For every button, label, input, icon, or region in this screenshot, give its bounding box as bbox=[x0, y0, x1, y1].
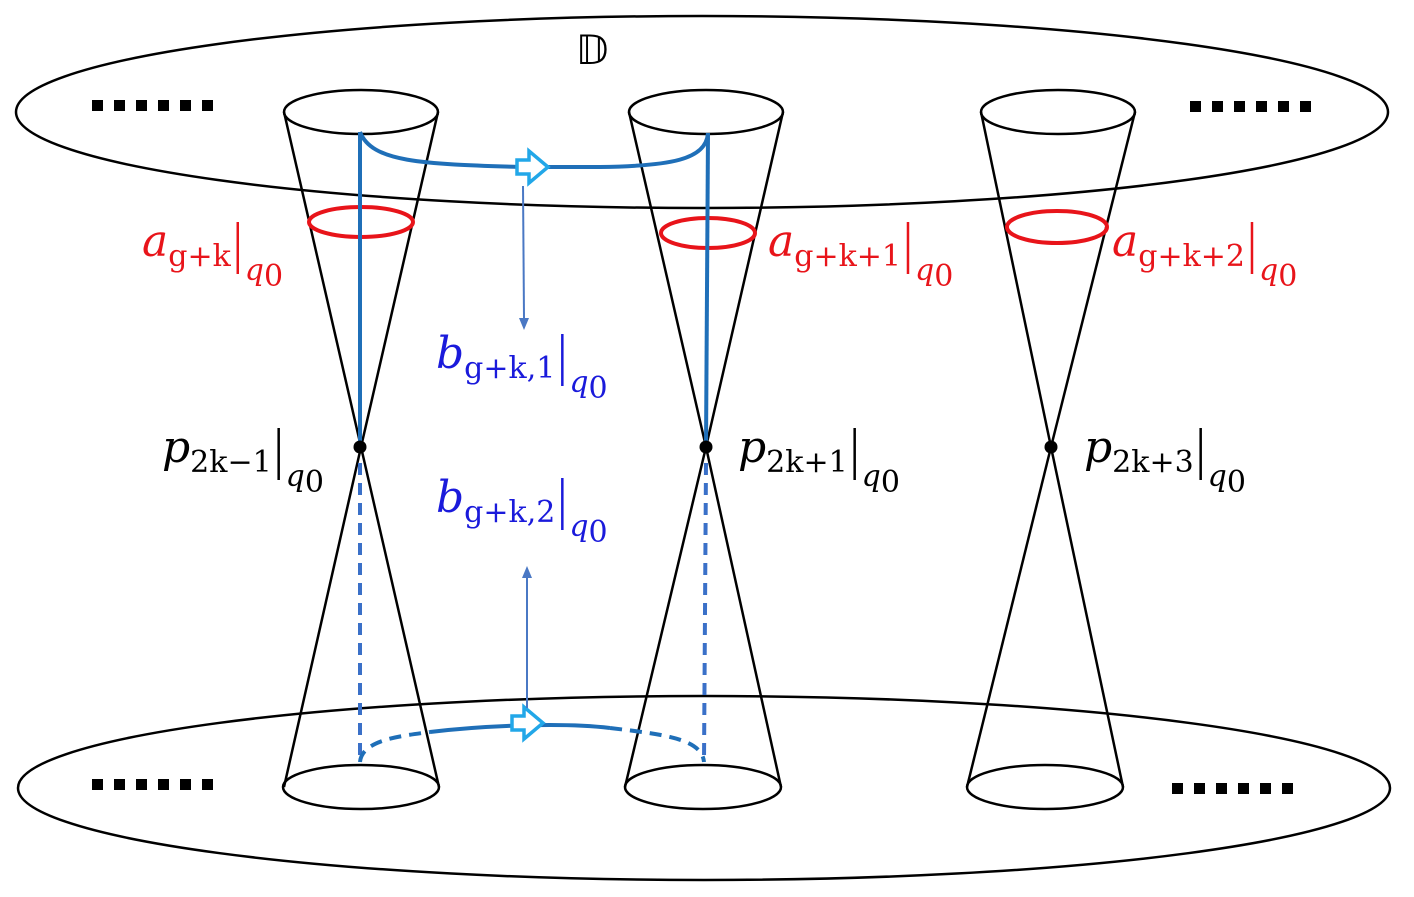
ellipsis-dot bbox=[1300, 101, 1311, 112]
ellipsis-dot bbox=[180, 100, 191, 111]
label-subscript: g+k+1 bbox=[794, 239, 901, 274]
label-q-subscript: 0 bbox=[264, 259, 283, 294]
label-q: q bbox=[286, 459, 305, 494]
label-text: ag+k+2 q0 bbox=[1112, 216, 1297, 294]
label-text: ag+k q0 bbox=[142, 216, 283, 294]
point-p2 bbox=[699, 440, 713, 454]
cone-3-top-rim bbox=[979, 88, 1137, 136]
point-p3 bbox=[1044, 440, 1058, 454]
label-p-2k-minus-1: p2k−1 q0 bbox=[162, 422, 324, 500]
label-q: q bbox=[569, 365, 588, 400]
label-main: a bbox=[1112, 216, 1138, 267]
label-q-subscript: 0 bbox=[589, 515, 608, 550]
ellipsis-dot bbox=[1260, 783, 1271, 794]
label-q: q bbox=[1259, 253, 1278, 288]
label-subscript: g+k+2 bbox=[1138, 239, 1245, 274]
label-q: q bbox=[862, 459, 881, 494]
ellipsis-dot bbox=[1194, 783, 1205, 794]
label-subscript: 2k+1 bbox=[766, 445, 848, 480]
bottom-disk bbox=[16, 694, 1392, 882]
label-q: q bbox=[1208, 459, 1227, 494]
label-main: p bbox=[162, 422, 190, 473]
direction-arrow-bottom bbox=[510, 703, 546, 743]
ellipsis-dot bbox=[92, 100, 103, 111]
ellipsis-bottom-left: ...... bbox=[92, 779, 213, 790]
label-a-g-k-2: ag+k+2 q0 bbox=[1112, 216, 1297, 294]
label-q-subscript: 0 bbox=[305, 465, 324, 500]
label-a-g-k: ag+k q0 bbox=[142, 216, 283, 294]
label-p-2k-plus-3: p2k+3 q0 bbox=[1084, 422, 1246, 500]
label-text: bg+k,1 q0 bbox=[436, 328, 608, 406]
ellipsis-dot bbox=[1212, 101, 1223, 112]
label-subscript: 2k−1 bbox=[190, 445, 272, 480]
label-text: p2k+3 q0 bbox=[1084, 422, 1246, 500]
label-q-subscript: 0 bbox=[881, 465, 900, 500]
ellipsis-dot bbox=[114, 779, 125, 790]
label-q-subscript: 0 bbox=[589, 371, 608, 406]
ellipsis-bottom-right: ...... bbox=[1172, 783, 1293, 794]
ellipsis-dot bbox=[158, 100, 169, 111]
ellipsis-top-left: ...... bbox=[92, 100, 213, 111]
cone-3-bottom-rim bbox=[965, 763, 1125, 811]
cone-2-bottom-rim bbox=[623, 763, 783, 811]
ellipsis-dot bbox=[1234, 101, 1245, 112]
cone-3 bbox=[965, 88, 1137, 811]
ellipsis-dot bbox=[92, 779, 103, 790]
label-q: q bbox=[245, 253, 264, 288]
ellipsis-dot bbox=[202, 779, 213, 790]
label-q: q bbox=[915, 253, 934, 288]
label-main: p bbox=[1084, 422, 1112, 473]
label-subscript: 2k+3 bbox=[1112, 445, 1194, 480]
label-b-g-k-1: bg+k,1 q0 bbox=[436, 328, 608, 406]
ellipsis-dot bbox=[1256, 101, 1267, 112]
ellipsis-dot bbox=[180, 779, 191, 790]
label-text: p2k+1 q0 bbox=[738, 422, 900, 500]
top-disk bbox=[14, 14, 1390, 210]
cone-2 bbox=[623, 88, 785, 811]
ellipsis-dot bbox=[1216, 783, 1227, 794]
label-main: p bbox=[738, 422, 766, 473]
label-main: a bbox=[142, 216, 168, 267]
pointer-b2 bbox=[522, 566, 532, 708]
label-text: p2k−1 q0 bbox=[162, 422, 324, 500]
ellipsis-dot bbox=[1172, 783, 1183, 794]
disk-symbol: 𝔻 bbox=[576, 28, 609, 74]
ellipsis-dot bbox=[1238, 783, 1249, 794]
cone-1 bbox=[281, 88, 441, 811]
ellipsis-top-right: ...... bbox=[1190, 101, 1311, 112]
ellipsis-dot bbox=[1278, 101, 1289, 112]
cone-2-top-rim bbox=[627, 88, 785, 136]
label-a-g-k-1: ag+k+1 q0 bbox=[768, 216, 953, 294]
label-q-subscript: 0 bbox=[1278, 259, 1297, 294]
label-subscript: g+k,1 bbox=[464, 351, 555, 386]
label-main: b bbox=[436, 328, 464, 379]
label-subscript: g+k,2 bbox=[464, 495, 555, 530]
label-text: ag+k+1 q0 bbox=[768, 216, 953, 294]
label-b-g-k-2: bg+k,2 q0 bbox=[436, 472, 608, 550]
ellipsis-dot bbox=[202, 100, 213, 111]
point-p1 bbox=[353, 440, 367, 454]
label-main: a bbox=[768, 216, 794, 267]
label-subscript: g+k bbox=[168, 239, 231, 274]
label-main: b bbox=[436, 472, 464, 523]
b-cycle-2-path bbox=[358, 462, 708, 763]
ellipsis-dot bbox=[1190, 101, 1201, 112]
direction-arrow-top bbox=[515, 147, 551, 187]
cone-1-top-rim bbox=[282, 88, 440, 136]
label-text: bg+k,2 q0 bbox=[436, 472, 608, 550]
ellipsis-dot bbox=[158, 779, 169, 790]
ellipsis-dot bbox=[136, 100, 147, 111]
cone-1-bottom-rim bbox=[281, 763, 441, 811]
ellipsis-dot bbox=[136, 779, 147, 790]
label-q: q bbox=[569, 509, 588, 544]
label-q-subscript: 0 bbox=[934, 259, 953, 294]
label-q-subscript: 0 bbox=[1227, 465, 1246, 500]
ellipsis-dot bbox=[114, 100, 125, 111]
label-p-2k-plus-1: p2k+1 q0 bbox=[738, 422, 900, 500]
pointer-b1 bbox=[519, 185, 529, 330]
ellipsis-dot bbox=[1282, 783, 1293, 794]
a-cycle-3 bbox=[1005, 209, 1109, 245]
